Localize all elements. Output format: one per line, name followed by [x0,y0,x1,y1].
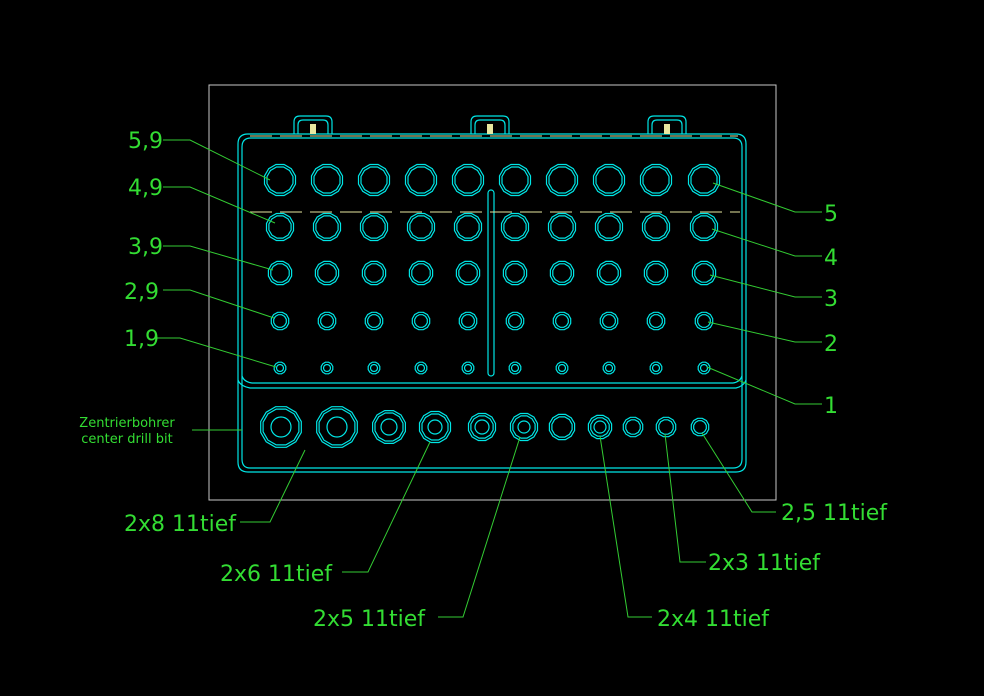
label-2x4: 2x4 11tief [657,607,770,632]
hole-r3-c9 [643,260,669,286]
hole-r5-c8 [602,361,616,375]
label-4-9: 4,9 [128,176,163,201]
label-2x5: 2x5 11tief [313,607,426,632]
hole-r5-c3 [367,361,381,375]
drill-hole-7 [548,413,576,441]
hole-r3-c2 [314,260,340,286]
hole-r3-c6 [502,260,528,286]
left-labels: 5,9 4,9 3,9 2,9 1,9 [124,129,163,352]
hole-r3-c7 [549,260,575,286]
hidden-lines [250,135,740,213]
label-1: 1 [824,394,838,419]
hole-r4-c2 [317,311,337,331]
hole-r4-c9 [646,311,666,331]
label-2-5: 2,5 11tief [781,501,888,526]
label-5-9: 5,9 [128,129,163,154]
hole-r4-c8 [599,311,619,331]
drill-hole-9 [622,416,644,438]
bottom-labels: 2x8 11tief 2x6 11tief 2x5 11tief 2x4 11t… [124,501,888,632]
center-drill-label-en: center drill bit [81,432,172,447]
drill-hole-8 [587,414,613,440]
hole-r5-c4 [414,361,428,375]
hole-r5-c1 [273,361,287,375]
hole-r2-c5 [453,212,483,242]
hole-r1-c1 [263,163,297,197]
hole-r2-c1 [265,212,295,242]
hole-r2-c3 [359,212,389,242]
hole-r5-c2 [320,361,334,375]
leader-lines [155,139,822,618]
drill-hole-1 [260,406,302,448]
center-drill-label-de: Zentrierbohrer [79,416,175,431]
right-labels: 5 4 3 2 1 [824,202,838,419]
label-5: 5 [824,202,838,227]
drill-hole-5 [467,412,497,442]
hole-r3-c1 [267,260,293,286]
hole-r2-c8 [594,212,624,242]
hole-r4-c3 [364,311,384,331]
label-1-9: 1,9 [124,327,159,352]
hole-r5-c5 [461,361,475,375]
hole-r4-c6 [505,311,525,331]
label-2x3: 2x3 11tief [708,551,821,576]
hole-r3-c8 [596,260,622,286]
hole-r4-c7 [552,311,572,331]
label-2-9: 2,9 [124,280,159,305]
drill-hole-3 [372,410,406,444]
hole-r3-c4 [408,260,434,286]
hole-r1-c5 [451,163,485,197]
hole-r4-c5 [458,311,478,331]
drill-hole-2 [316,406,358,448]
hole-r4-c10 [694,311,714,331]
hole-r3-c5 [455,260,481,286]
hole-r4-c4 [411,311,431,331]
hole-r4-c1 [270,311,290,331]
label-3-9: 3,9 [128,235,163,260]
hole-r1-c8 [592,163,626,197]
center-drill-label: Zentrierbohrer center drill bit [79,416,175,447]
hole-r5-c10 [697,361,711,375]
hole-r2-c7 [547,212,577,242]
hole-r3-c3 [361,260,387,286]
hole-r3-c10 [691,260,717,286]
hole-grid [263,163,721,375]
hole-r2-c2 [312,212,342,242]
drill-hole-4 [418,410,452,444]
drill-hole-10 [655,416,677,438]
hole-r2-c4 [406,212,436,242]
drawing-frame [208,84,777,501]
hole-r2-c9 [641,212,671,242]
label-2: 2 [824,332,838,357]
label-2x8: 2x8 11tief [124,512,237,537]
drill-hole-6 [509,412,539,442]
holder-body [237,115,747,473]
hole-r1-c7 [545,163,579,197]
label-3: 3 [824,287,838,312]
drill-hole-11 [690,417,710,437]
label-4: 4 [824,246,838,271]
hole-r5-c9 [649,361,663,375]
clip-markers [310,124,670,134]
hole-r1-c6 [498,163,532,197]
hole-r5-c7 [555,361,569,375]
hole-r1-c2 [310,163,344,197]
hole-r1-c10 [687,163,721,197]
label-2x6: 2x6 11tief [220,562,333,587]
drill-hole-row [260,406,710,448]
hole-r1-c4 [404,163,438,197]
hole-r5-c6 [508,361,522,375]
hole-r2-c10 [689,212,719,242]
hole-r1-c9 [639,163,673,197]
hole-r1-c3 [357,163,391,197]
hole-r2-c6 [500,212,530,242]
